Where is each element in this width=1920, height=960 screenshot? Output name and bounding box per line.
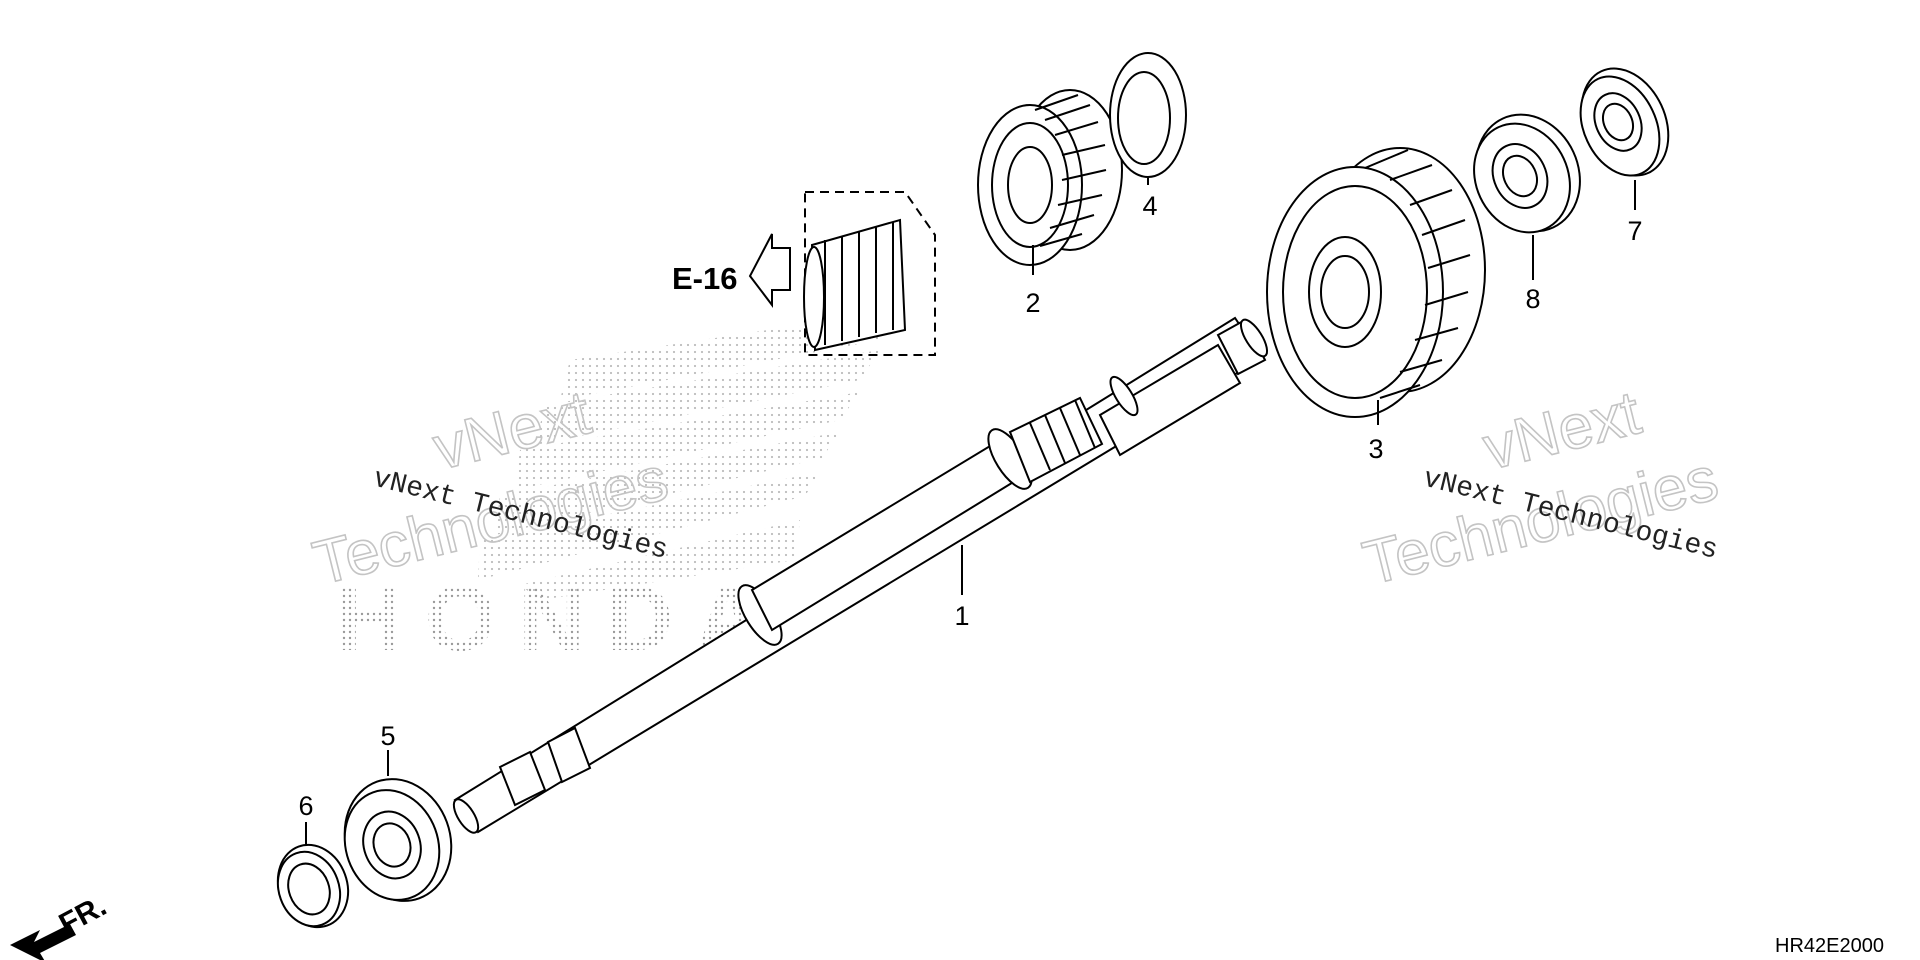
reference-dashed-frame <box>804 191 936 356</box>
drawing-code: HR42E2000 <box>1775 935 1884 957</box>
part-3-gear[interactable] <box>1266 147 1486 418</box>
callout-7[interactable]: 7 <box>1627 216 1642 246</box>
callout-2[interactable]: 2 <box>1025 288 1040 318</box>
arrow-left-icon <box>748 233 791 308</box>
part-7-seal[interactable] <box>1565 54 1685 189</box>
reference-e16: E-16 <box>672 191 936 356</box>
callouts: 1 2 3 4 5 6 7 8 <box>298 191 1642 821</box>
part-5-bearing[interactable] <box>328 764 468 916</box>
part-2-gear[interactable] <box>977 89 1123 266</box>
part-6-seal[interactable] <box>267 835 360 937</box>
honda-wing-watermark <box>478 310 900 600</box>
callout-6[interactable]: 6 <box>298 791 313 821</box>
front-direction: FR. <box>10 889 112 960</box>
callout-3[interactable]: 3 <box>1368 434 1383 464</box>
watermark-brand: HONDA <box>336 568 783 670</box>
callout-4[interactable]: 4 <box>1142 191 1157 221</box>
part-4-seal[interactable] <box>1109 52 1187 178</box>
callout-8[interactable]: 8 <box>1525 284 1540 314</box>
reference-label[interactable]: E-16 <box>672 261 737 296</box>
watermark-right: vNext Technologies vNext Technologies <box>1356 377 1725 599</box>
part-1-shaft[interactable] <box>449 316 1272 836</box>
leader-lines <box>305 178 1636 846</box>
reference-spline-stub <box>803 218 907 352</box>
part-1-spline <box>1008 396 1104 484</box>
callout-5[interactable]: 5 <box>380 721 395 751</box>
part-8-bearing[interactable] <box>1457 97 1599 248</box>
callout-1[interactable]: 1 <box>954 601 969 631</box>
arrow-down-left-icon <box>10 924 76 960</box>
